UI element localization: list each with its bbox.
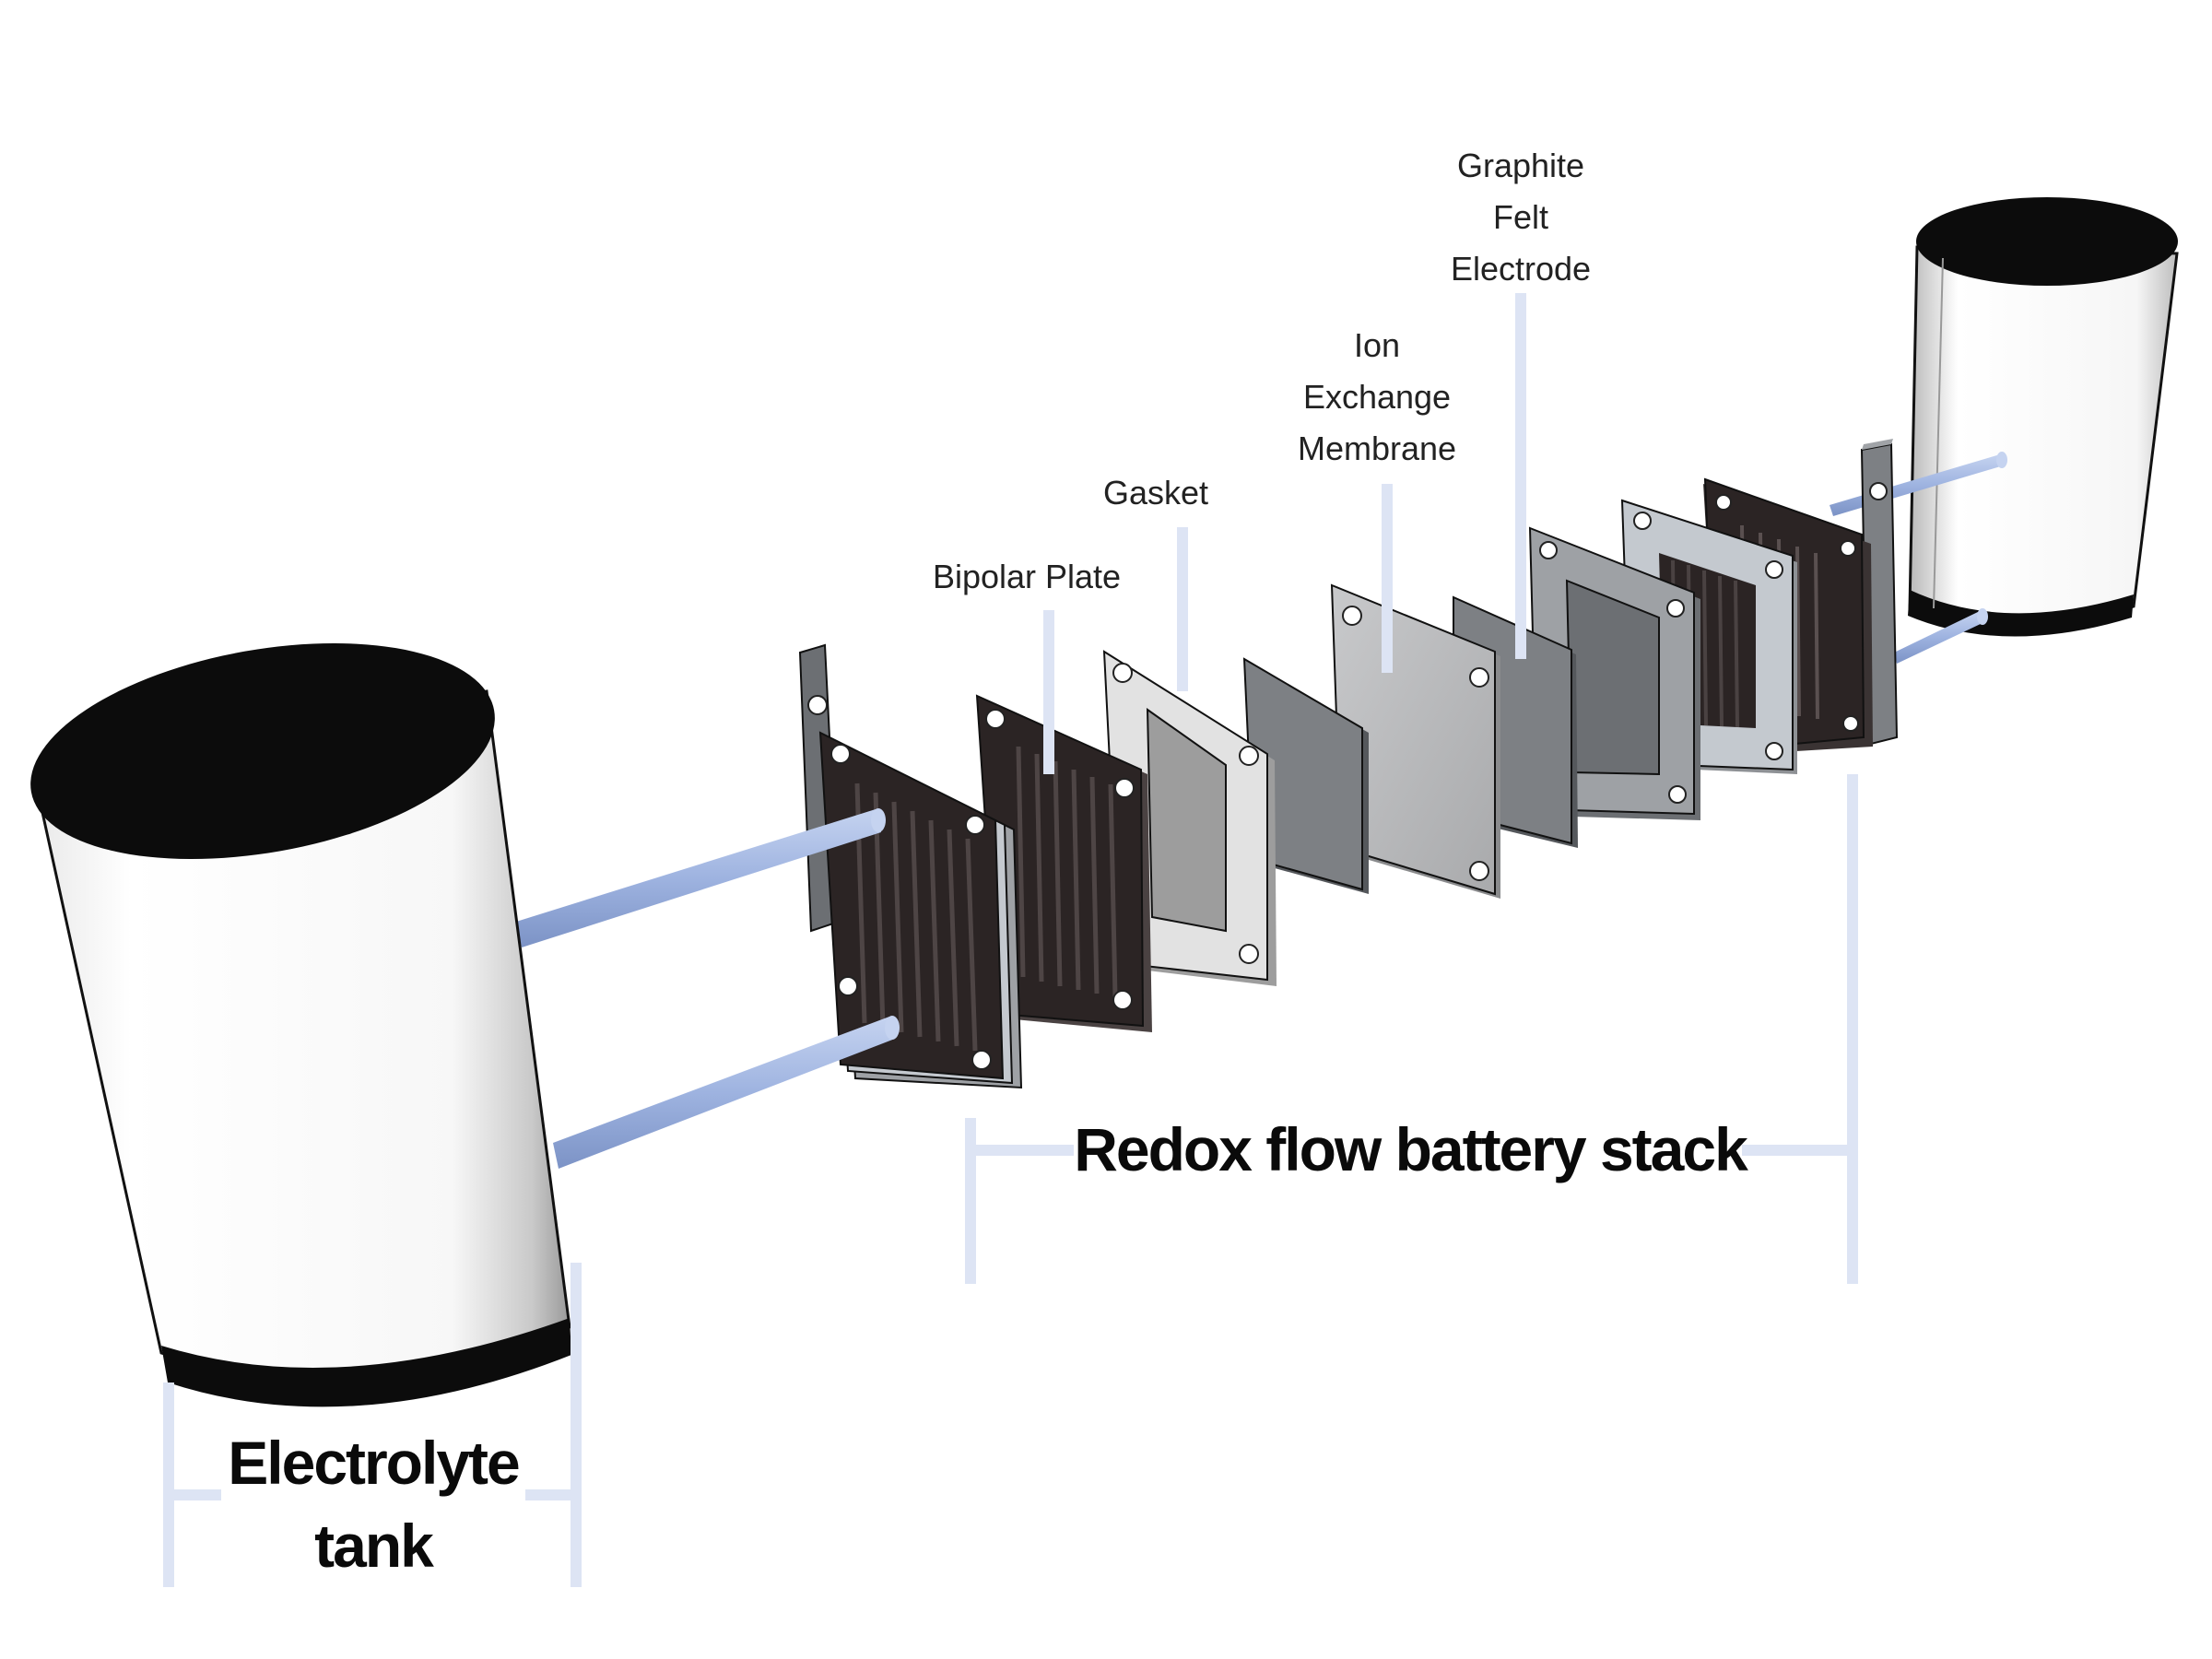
left-bipolar-plate [975,694,1152,1032]
graphite-label-line1: Graphite [1457,147,1584,184]
left-pipes [516,808,900,1169]
tank-label-line1: Electrolyte [228,1429,519,1497]
right-electrolyte-tank [1908,197,2179,637]
gasket-label: Gasket [1103,474,1208,512]
left-graphite-felt [1242,657,1369,894]
electrolyte-tank-label: Electrolyte tank [228,1429,521,1580]
left-electrolyte-tank [30,642,571,1407]
leader-lines [1043,293,1526,774]
ion-label-line1: Ion [1354,326,1400,364]
stack-bracket [965,774,1858,1284]
graphite-felt-electrode-label: Graphite Felt Electrode [1451,147,1591,288]
graphite-label-line2: Felt [1493,198,1548,236]
tank-label-line2: tank [314,1512,434,1580]
stack-label: Redox flow battery stack [1074,1115,1748,1183]
ion-label-line2: Exchange [1303,378,1451,416]
bipolar-plate-label: Bipolar Plate [933,558,1121,595]
graphite-label-line3: Electrode [1451,250,1591,288]
ion-exchange-membrane [1330,583,1500,899]
ion-exchange-membrane-label: Ion Exchange Membrane [1298,326,1456,467]
tank-bracket [163,1263,582,1587]
ion-label-line3: Membrane [1298,429,1456,467]
